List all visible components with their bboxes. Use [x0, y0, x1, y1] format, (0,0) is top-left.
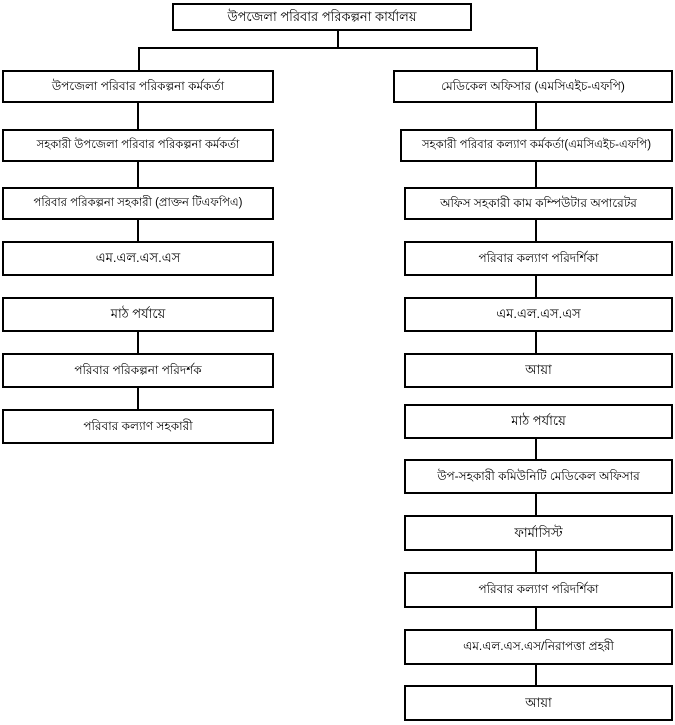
org-node-label: এম.এল.এস.এস [496, 306, 581, 322]
org-node-left-2: সহকারী উপজেলা পরিবার পরিকল্পনা কর্মকর্তা [2, 129, 274, 162]
connector-root-stem [337, 31, 339, 48]
connector-right-5-6 [535, 332, 537, 354]
org-node-right-10: পরিবার কল্যাণ পরিদর্শিকা [404, 572, 673, 608]
connector-left-6-7 [137, 388, 139, 410]
org-node-label: অফিস সহকারী কাম কম্পিউটার অপারেটর [440, 195, 637, 210]
connector-left-branch-drop [138, 47, 140, 71]
org-node-label: পরিবার কল্যাণ সহকারী [83, 418, 193, 433]
org-node-label: পরিবার পরিকল্পনা সহকারী (প্রাক্তন টিএফপি… [33, 196, 243, 209]
connector-distribution-bar [138, 47, 538, 49]
org-node-label: মেডিকেল অফিসার (এমসিএইচ-এফপি) [441, 78, 625, 93]
org-node-left-7: পরিবার কল্যাণ সহকারী [2, 409, 274, 444]
org-node-label: মাঠ পর্যায়ে [110, 306, 166, 322]
org-node-right-5: এম.এল.এস.এস [404, 297, 673, 332]
org-node-right-6: আয়া [404, 353, 673, 388]
org-node-right-1: মেডিকেল অফিসার (এমসিএইচ-এফপি) [393, 70, 673, 103]
org-node-label: পরিবার পরিকল্পনা পরিদর্শক [74, 362, 202, 377]
connector-right-8-9 [535, 494, 537, 516]
connector-right-3-4 [535, 220, 537, 242]
connector-right-2-3 [535, 162, 537, 188]
org-node-left-1: উপজেলা পরিবার পরিকল্পনা কর্মকর্তা [2, 70, 274, 103]
connector-left-2-3 [137, 162, 139, 188]
connector-right-1-2 [535, 103, 537, 130]
org-node-right-8: উপ-সহকারী কমিউনিটি মেডিকেল অফিসার [404, 459, 673, 494]
org-node-left-3: পরিবার পরিকল্পনা সহকারী (প্রাক্তন টিএফপি… [2, 187, 274, 220]
org-node-right-3: অফিস সহকারী কাম কম্পিউটার অপারেটর [404, 187, 673, 220]
connector-right-4-5 [535, 276, 537, 297]
connector-left-3-4 [137, 220, 139, 242]
org-node-label: পরিবার কল্যাণ পরিদর্শিকা [478, 250, 599, 265]
org-node-label: আয়া [525, 694, 552, 710]
org-node-label: উপজেলা পরিবার পরিকল্পনা কর্মকর্তা [51, 78, 225, 93]
org-node-label: মাঠ পর্যায়ে [511, 413, 566, 429]
org-node-right-7: মাঠ পর্যায়ে [404, 404, 673, 439]
org-node-label: সহকারী পরিবার কল্যাণ কর্মকর্তা(এমসিএইচ-এ… [421, 138, 652, 151]
org-node-label: উপ-সহকারী কমিউনিটি মেডিকেল অফিসার [437, 468, 640, 483]
org-node-right-12: আয়া [404, 685, 673, 721]
org-node-right-11: এম.এল.এস.এস/নিরাপত্তা প্রহরী [404, 629, 673, 665]
org-node-label: উপজেলা পরিবার পরিকল্পনা কার্যালয় [227, 8, 417, 24]
org-node-label: আয়া [525, 362, 552, 378]
connector-right-10-11 [535, 608, 537, 630]
connector-right-9-10 [535, 551, 537, 573]
connector-left-1-2 [137, 103, 139, 130]
org-node-left-6: পরিবার পরিকল্পনা পরিদর্শক [2, 353, 274, 388]
org-node-left-5: মাঠ পর্যায়ে [2, 297, 274, 332]
org-node-root: উপজেলা পরিবার পরিকল্পনা কার্যালয় [172, 3, 472, 31]
org-node-label: এম.এল.এস.এস/নিরাপত্তা প্রহরী [463, 639, 614, 654]
org-node-label: এম.এল.এস.এস [95, 250, 181, 266]
org-node-right-4: পরিবার কল্যাণ পরিদর্শিকা [404, 241, 673, 276]
connector-left-5-6 [137, 332, 139, 354]
connector-right-7-8 [535, 439, 537, 460]
org-node-label: সহকারী উপজেলা পরিবার পরিকল্পনা কর্মকর্তা [36, 138, 240, 151]
org-node-right-9: ফার্মাসিস্ট [404, 515, 673, 551]
org-node-left-4: এম.এল.এস.এস [2, 241, 274, 276]
org-node-right-2: সহকারী পরিবার কল্যাণ কর্মকর্তা(এমসিএইচ-এ… [400, 129, 673, 162]
org-node-label: ফার্মাসিস্ট [514, 524, 563, 540]
connector-right-branch-drop [536, 47, 538, 71]
org-node-label: পরিবার কল্যাণ পরিদর্শিকা [478, 582, 599, 597]
connector-right-11-12 [535, 665, 537, 686]
